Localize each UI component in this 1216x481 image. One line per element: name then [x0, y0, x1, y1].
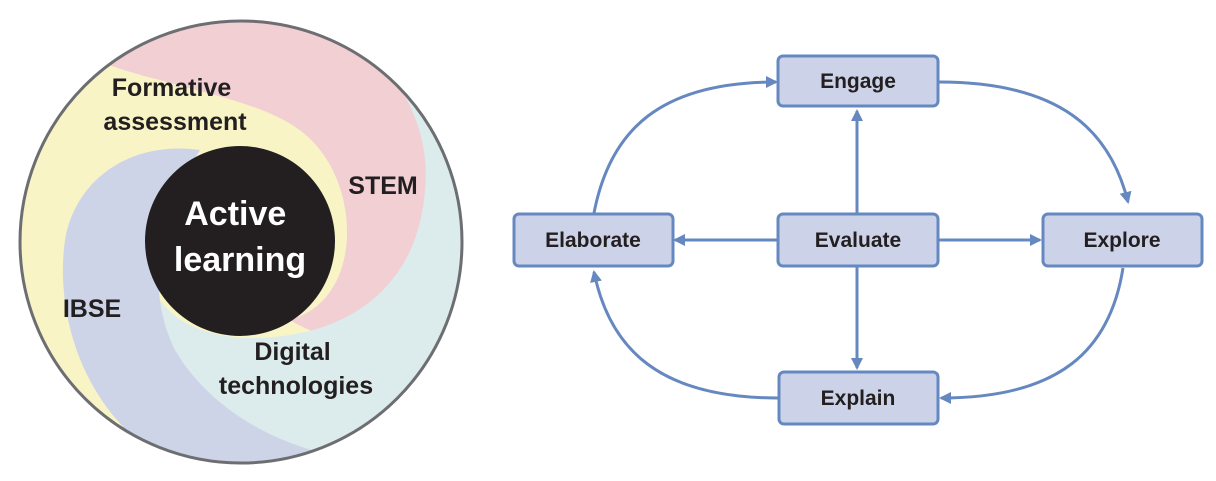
center-label: Active learning	[174, 195, 306, 279]
digital-label-line-1: Digital	[254, 338, 330, 366]
formative-label-line-1: Formative	[112, 74, 232, 102]
box-elaborate-label: Elaborate	[545, 229, 641, 252]
box-explore-shape	[1041, 212, 1204, 268]
formative-label-line-2: assessment	[103, 108, 247, 136]
box-elaborate: Elaborate	[512, 212, 675, 268]
box-explain-shape	[777, 370, 940, 426]
center-label-line-2: learning	[174, 241, 306, 279]
formative-label: Formative assessment	[103, 74, 247, 136]
cycle-diagram: Engage Evaluate Elaborate Explore Explai…	[512, 54, 1204, 426]
box-evaluate-shape	[776, 212, 940, 268]
center-label-line-1: Active	[184, 195, 286, 233]
active-learning-diagram: Active learning Formative assessment STE…	[18, 19, 464, 465]
ibse-label: IBSE	[63, 295, 121, 323]
active-learning-core	[145, 146, 335, 336]
box-explain-label: Explain	[821, 387, 896, 410]
box-evaluate-label: Evaluate	[815, 229, 901, 252]
arrow-explore-to-explain	[939, 267, 1125, 404]
box-evaluate: Evaluate	[776, 212, 940, 268]
stem-label: STEM	[348, 172, 417, 200]
box-engage: Engage	[776, 54, 940, 108]
box-engage-shape	[776, 54, 940, 108]
box-explain: Explain	[777, 370, 940, 426]
box-explore-label: Explore	[1083, 229, 1160, 252]
box-engage-label: Engage	[820, 70, 896, 93]
arrow-elaborate-to-engage	[592, 76, 778, 214]
box-elaborate-shape	[512, 212, 675, 268]
segment-digital	[160, 60, 462, 463]
arrow-engage-to-explore	[938, 80, 1132, 204]
segment-stem-fill	[70, 21, 452, 341]
digital-label-line-2: technologies	[219, 372, 373, 400]
digital-label: Digital technologies	[219, 338, 373, 400]
arrow-explain-to-elaborate	[590, 270, 779, 400]
outer-ring	[18, 19, 464, 465]
box-explore: Explore	[1041, 212, 1204, 268]
segment-ibse	[62, 148, 360, 463]
disc-segments	[20, 21, 462, 463]
